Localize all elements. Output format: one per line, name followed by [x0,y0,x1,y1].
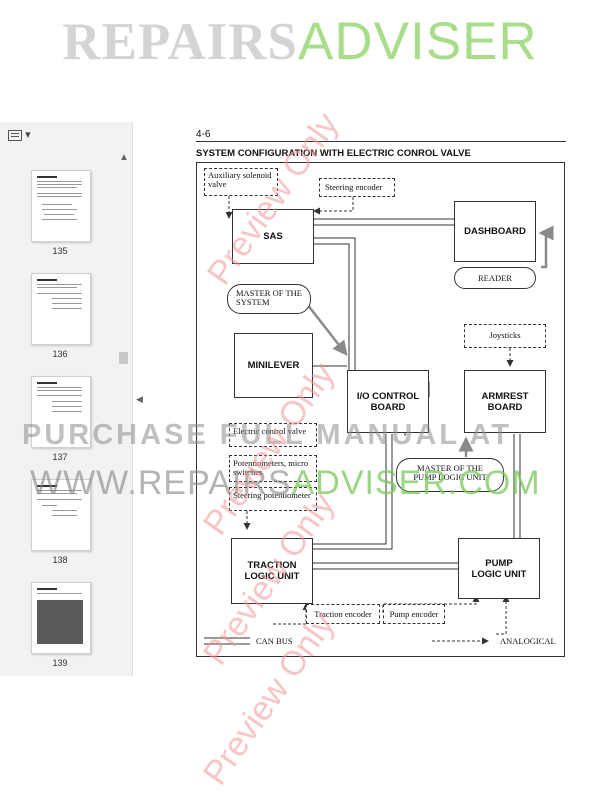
thumb-line [52,510,77,511]
minilever-block: MINILEVER [234,333,313,398]
section-number: 4-6 [196,129,211,140]
thumb-line [37,181,82,182]
page-number: 138 [52,555,68,565]
auxiliary-solenoid-valve-label: Auxiliary solenoid valve [204,168,278,196]
thumb-line [52,303,82,304]
thumb-line [42,219,77,220]
electric-control-valve-label: Electric control valve [229,423,317,447]
master-of-pump-logic-unit-label: MASTER OF THE PUMP LOGIC UNIT [396,458,504,492]
thumb-table-block [37,600,83,644]
dropdown-arrow-icon: ▾ [25,129,31,141]
thumb-line [37,196,82,197]
thumb-line [37,485,57,487]
thumbnail-sidebar: ▾ 135 136 137 [0,122,133,676]
thumb-line [52,515,77,516]
connection-lines [204,196,554,645]
thumb-line [52,298,82,299]
thumb-line [37,193,82,194]
page-number: 137 [52,452,68,462]
armrest-board-block: ARMREST BOARD [464,370,546,433]
io-control-board-block: I/O CONTROL BOARD [347,370,429,433]
thumb-line [37,293,82,294]
thumb-line [37,493,77,494]
steering-potentiometer-label: Steering potentiometer [229,487,317,511]
scrollbar-thumb[interactable] [119,352,128,364]
joysticks-label: Joysticks [464,324,546,348]
pump-encoder-label: Pump encoder [383,604,445,624]
thumb-line [37,382,57,384]
thumb-line [44,214,74,215]
sidebar-scrollbar[interactable]: ▲ [118,152,130,672]
thumb-line [42,204,72,205]
sas-block: SAS [232,209,314,264]
master-of-system-label: MASTER OF THE SYSTEM [227,284,311,314]
list-options-icon [8,129,22,141]
thumb-line [37,184,82,185]
thumb-line [52,406,82,407]
steering-encoder-label: Steering encoder [319,178,395,197]
reader-label: READER [454,267,536,289]
thumb-line [52,401,82,402]
page-thumbnail-139[interactable] [31,582,91,654]
thumb-line [42,209,77,210]
collapse-sidebar-icon[interactable]: ◀ [136,394,143,404]
diagram-frame [196,162,565,657]
logo-part-repairs: REPAIRS [62,13,299,71]
thumb-line [37,499,82,500]
thumb-line [37,387,82,388]
site-logo: REPAIRSADVISER [0,12,600,72]
potentiometers-micro-switches-label: Potentiometers, micro switches [229,455,317,482]
thumb-line [37,279,57,281]
dashboard-block: DASHBOARD [454,201,536,262]
page-thumbnail-136[interactable] [31,273,91,345]
legend-analogical: ANALOGICAL [500,636,556,646]
thumb-line [37,588,57,590]
document-page: 4-6 SYSTEM CONFIGURATION WITH ELECTRIC C… [196,126,571,666]
page-number: 135 [52,246,68,256]
thumb-line [42,505,57,506]
thumbnail-options-button[interactable]: ▾ [8,128,31,141]
page-thumbnail-137[interactable] [31,376,91,448]
thumb-line [52,308,82,309]
thumb-line [37,390,82,391]
scroll-up-icon[interactable]: ▲ [119,152,129,163]
thumb-line [52,411,82,412]
page-thumbnail-138[interactable] [31,479,91,551]
pump-logic-unit-block: PUMP LOGIC UNIT [458,538,540,599]
page-number: 136 [52,349,68,359]
page-thumbnail-135[interactable] [31,170,91,242]
thumb-line [37,593,82,594]
thumb-line [37,287,77,288]
thumb-line [37,395,82,396]
diagram-title: SYSTEM CONFIGURATION WITH ELECTRIC CONRO… [196,148,471,159]
legend-can-bus: CAN BUS [256,636,293,646]
thumb-line [37,490,82,491]
traction-encoder-label: Traction encoder [306,604,380,624]
logo-part-adviser: ADVISER [298,12,538,71]
page-number: 139 [52,658,68,668]
thumb-line [37,187,77,188]
thumb-line [37,176,57,178]
thumb-line [37,284,82,285]
traction-logic-unit-block: TRACTION LOGIC UNIT [231,538,313,604]
header-rule [196,141,566,142]
